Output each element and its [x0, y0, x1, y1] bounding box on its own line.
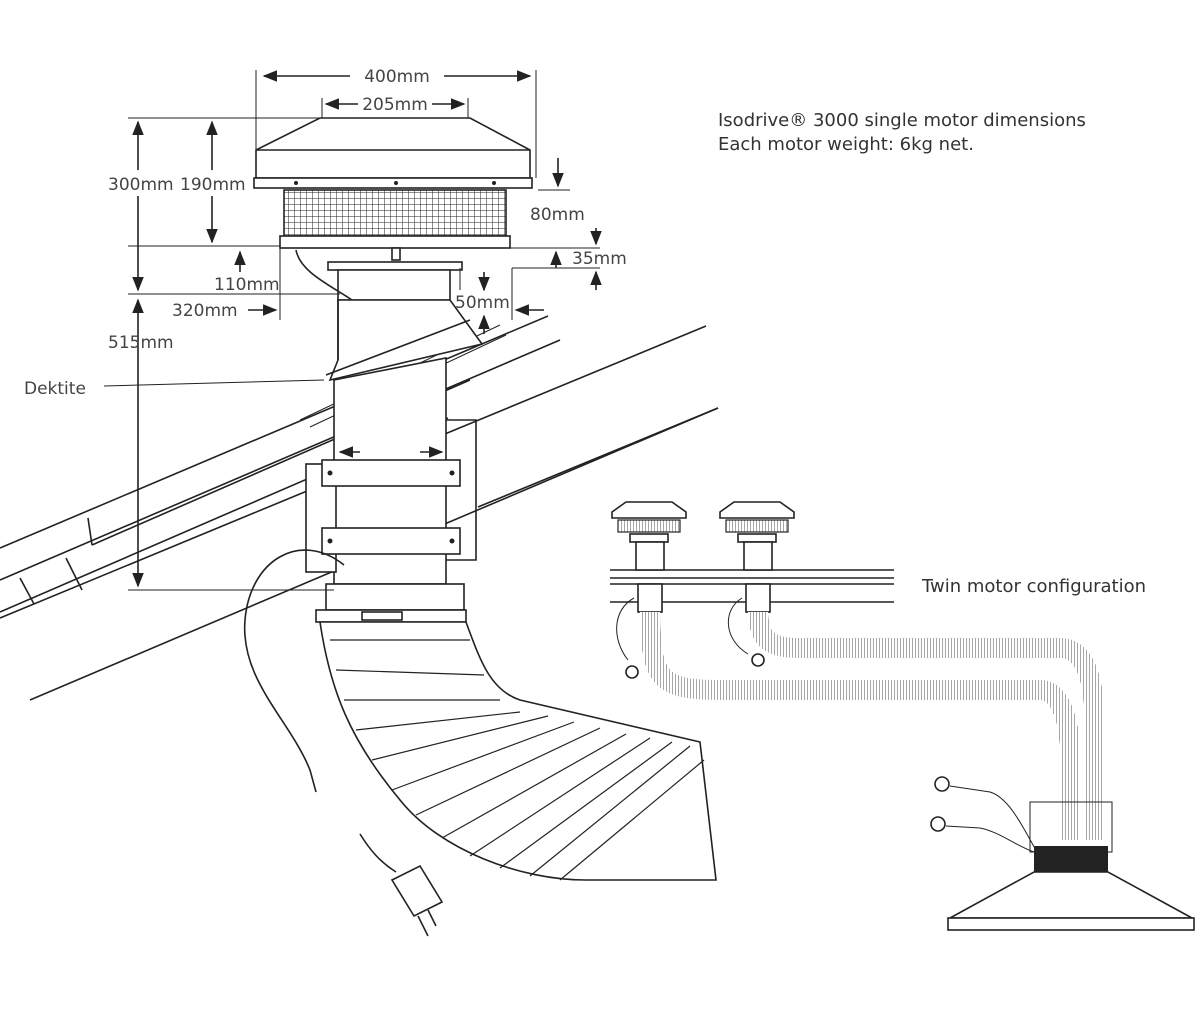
plug-icon [625, 665, 639, 679]
dim-515: 515mm [108, 333, 174, 353]
duct-rib [529, 745, 691, 877]
power-cable [243, 549, 444, 937]
socket-icon [930, 816, 946, 832]
title-line-1: Isodrive® 3000 single motor dimensions [718, 110, 1086, 131]
flex-duct [319, 621, 717, 881]
fan-unit [253, 117, 533, 623]
labels: 400mm 205mm 300mm 190mm 80mm 35mm 110mm … [24, 67, 1146, 597]
twin-label: Twin motor configuration [921, 576, 1146, 597]
duct-rib [355, 711, 521, 731]
duct-rib [391, 721, 575, 791]
dim-80: 80mm [530, 205, 585, 225]
plug-icon [751, 653, 765, 667]
duct-rib [335, 669, 485, 676]
title-line-2: Each motor weight: 6kg net. [718, 134, 974, 155]
rangehood [947, 801, 1195, 931]
dim-35: 35mm [572, 249, 627, 269]
plug-icon [390, 864, 444, 937]
dimension-lines [103, 70, 602, 591]
twin-fan-a [611, 501, 687, 613]
dim-300: 300mm [108, 175, 174, 195]
dim-190: 190mm [180, 175, 246, 195]
duct-rib [499, 741, 673, 869]
duct-rib [469, 737, 651, 857]
dim-110: 110mm [214, 275, 280, 295]
twin-config [610, 501, 1195, 931]
duct-rib [371, 715, 549, 761]
dim-400: 400mm [364, 67, 430, 87]
twin-fan-b [719, 501, 795, 613]
duct-rib [559, 759, 705, 881]
socket-icon [934, 776, 950, 792]
duct-rib [441, 733, 627, 839]
dim-205: 205mm [362, 95, 428, 115]
dim-50: 50mm [455, 293, 510, 313]
dektite-label: Dektite [24, 379, 86, 399]
duct-rib [415, 727, 601, 816]
dim-320: 320mm [172, 301, 238, 321]
